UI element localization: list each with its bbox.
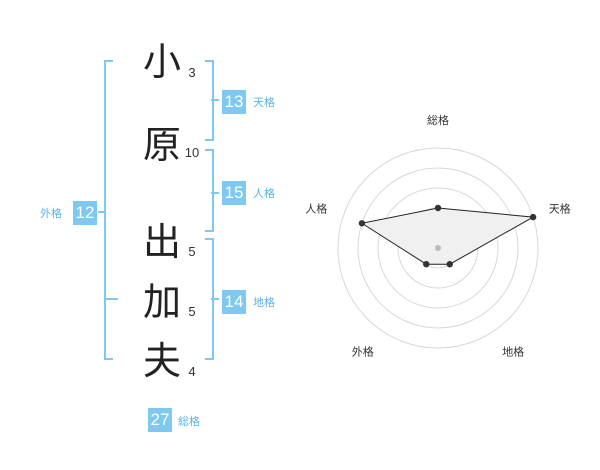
stroke-count-1: 3 — [188, 65, 196, 80]
jinkaku-bracket-tick — [211, 192, 219, 194]
radar-grid-ring — [357, 167, 519, 329]
radar-axis-label: 外格 — [352, 345, 374, 359]
tenkaku-bracket-tick — [211, 99, 219, 101]
name-char-2: 原 — [142, 123, 181, 167]
radar-axis-label: 地格 — [502, 345, 524, 359]
radar-point-2 — [529, 213, 537, 221]
soukaku-badge: 27 — [148, 408, 172, 432]
radar-point-3 — [446, 260, 453, 268]
radar-point-1 — [434, 204, 442, 212]
gaikaku-badge: 12 — [73, 201, 97, 225]
radar-point-4 — [423, 260, 430, 268]
name-char-1: 小 — [142, 40, 181, 84]
gaikaku-bracket — [104, 60, 113, 360]
tenkaku-badge: 13 — [222, 90, 246, 114]
radar-center-dot — [435, 245, 441, 251]
radar-axis-label: 人格 — [305, 201, 327, 215]
radar-grid-ring — [337, 147, 539, 349]
stroke-count-5: 4 — [188, 364, 196, 379]
chikaku-bracket-tick — [211, 298, 219, 300]
radar-axis-label: 天格 — [549, 201, 571, 215]
stroke-count-3: 5 — [188, 244, 196, 259]
chikaku-label: 地格 — [253, 296, 275, 309]
chikaku-badge: 14 — [222, 290, 246, 314]
tenkaku-label: 天格 — [253, 96, 275, 109]
radar-grid-ring — [377, 187, 499, 309]
gaikaku-bracket-tick — [98, 211, 106, 213]
soukaku-label: 総格 — [178, 415, 200, 428]
radar-point-5 — [358, 220, 366, 227]
gaikaku-label: 外格 — [40, 207, 62, 220]
gaikaku-inner-tick — [104, 298, 118, 300]
name-char-4: 加 — [142, 280, 181, 324]
jinkaku-bracket — [205, 149, 214, 232]
radar-polygon — [360, 207, 535, 265]
stroke-count-4: 5 — [188, 304, 196, 319]
radar-axis-label: 総格 — [427, 113, 449, 127]
jinkaku-label: 人格 — [253, 187, 275, 200]
name-char-5: 夫 — [142, 339, 181, 383]
name-char-3: 出 — [142, 220, 181, 264]
jinkaku-badge: 15 — [222, 181, 246, 205]
stroke-count-2: 10 — [184, 145, 200, 160]
